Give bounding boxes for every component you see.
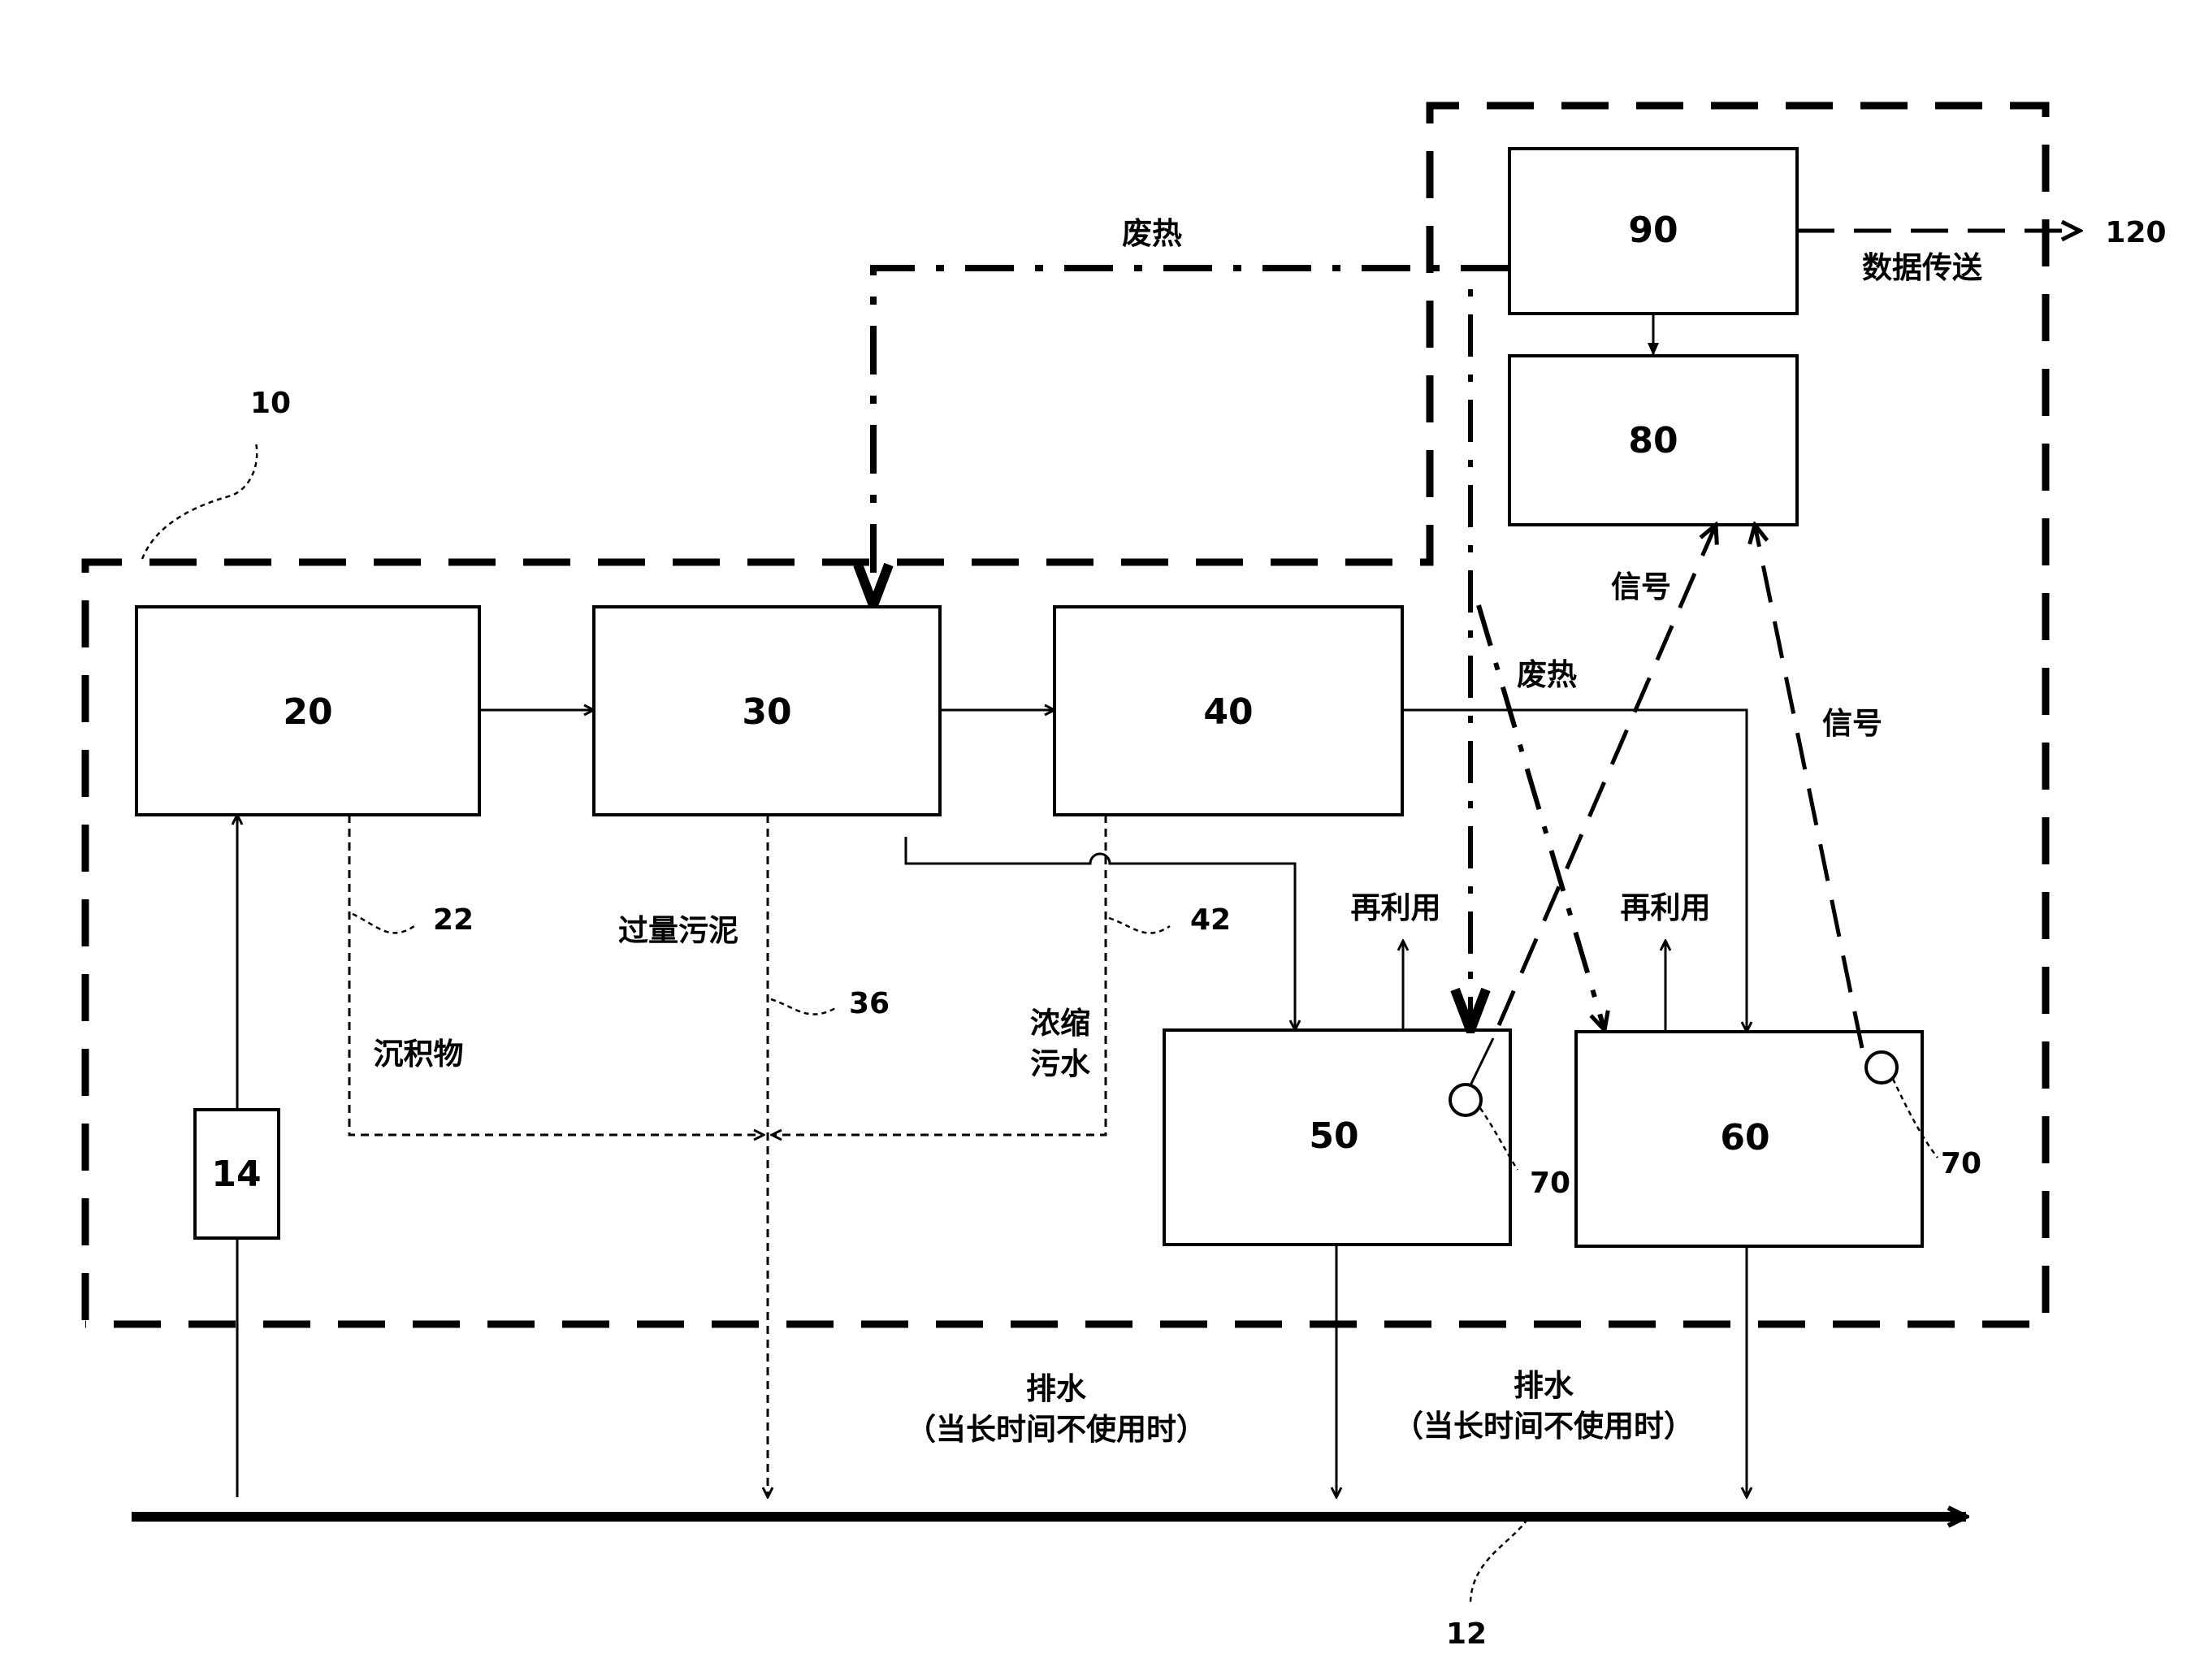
box-30 xyxy=(592,605,942,816)
box-50-label: 50 xyxy=(1309,1115,1358,1157)
box-80-label: 80 xyxy=(1628,420,1678,461)
sensor-70-on-50 xyxy=(1449,1083,1483,1117)
label-drain-right-1: 排水 xyxy=(1514,1368,1574,1403)
box-20-label: 20 xyxy=(283,691,332,733)
label-signal-right: 信号 xyxy=(1822,706,1882,741)
label-concentrated-2: 污水 xyxy=(1030,1046,1091,1081)
ref-10: 10 xyxy=(250,387,291,420)
label-drain-left-1: 排水 xyxy=(1026,1371,1087,1406)
ref-70a-leader xyxy=(1479,1107,1519,1171)
signal-line-50-80 xyxy=(1496,525,1716,1026)
ref-70b: 70 xyxy=(1941,1147,1981,1180)
signal-line-60-80 xyxy=(1755,525,1864,1049)
label-excess-sludge: 过量污泥 xyxy=(618,913,738,948)
box-20 xyxy=(135,605,481,816)
ref-22: 22 xyxy=(433,903,474,937)
ref-42: 42 xyxy=(1190,903,1231,937)
ref-22-leader xyxy=(352,912,415,934)
box-90-label: 90 xyxy=(1628,210,1678,251)
box-60-label: 60 xyxy=(1720,1117,1769,1158)
sensor-70-on-60 xyxy=(1864,1050,1899,1085)
ref-36: 36 xyxy=(849,987,890,1020)
label-signal-left: 信号 xyxy=(1611,569,1671,604)
label-reuse-50: 再利用 xyxy=(1351,890,1441,925)
unit-10-boundary xyxy=(81,102,2050,1328)
box-50 xyxy=(1163,1028,1512,1246)
flow-30-50 xyxy=(904,837,1295,1030)
label-concentrated-1: 浓缩 xyxy=(1030,1006,1090,1041)
waste-heat-to-60-line xyxy=(1476,604,1605,1030)
ref-10-leader xyxy=(141,442,258,560)
waste-heat-mid-line xyxy=(1470,266,1509,1030)
box-40-label: 40 xyxy=(1203,691,1253,733)
concentrate-line-42 xyxy=(772,815,1107,1135)
ref-42-leader xyxy=(1108,916,1171,934)
sensor-70-stem-50 xyxy=(1467,1037,1495,1089)
label-waste-heat-top: 废热 xyxy=(1122,216,1182,251)
ref-36-leader xyxy=(770,998,838,1015)
label-reuse-60: 再利用 xyxy=(1621,890,1711,925)
ref-70a: 70 xyxy=(1530,1167,1570,1200)
label-data-transfer: 数据传送 xyxy=(1862,250,1982,285)
ref-12: 12 xyxy=(1446,1617,1487,1651)
box-90 xyxy=(1508,147,1799,315)
sediment-line-22 xyxy=(348,815,764,1135)
box-14-label: 14 xyxy=(211,1154,261,1195)
flow-40-60 xyxy=(1402,708,1747,1032)
ref-12-leader xyxy=(1469,1518,1529,1605)
waste-heat-top-line xyxy=(873,265,1509,605)
ref-120: 120 xyxy=(2105,216,2166,249)
label-sediment: 沉积物 xyxy=(374,1037,464,1072)
label-drain-right-2: （当长时间不使用时） xyxy=(1393,1409,1694,1444)
label-waste-heat-mid: 废热 xyxy=(1517,657,1577,692)
ref-70b-leader xyxy=(1891,1078,1938,1158)
box-30-label: 30 xyxy=(742,691,791,733)
label-drain-left-2: （当长时间不使用时） xyxy=(906,1412,1206,1447)
